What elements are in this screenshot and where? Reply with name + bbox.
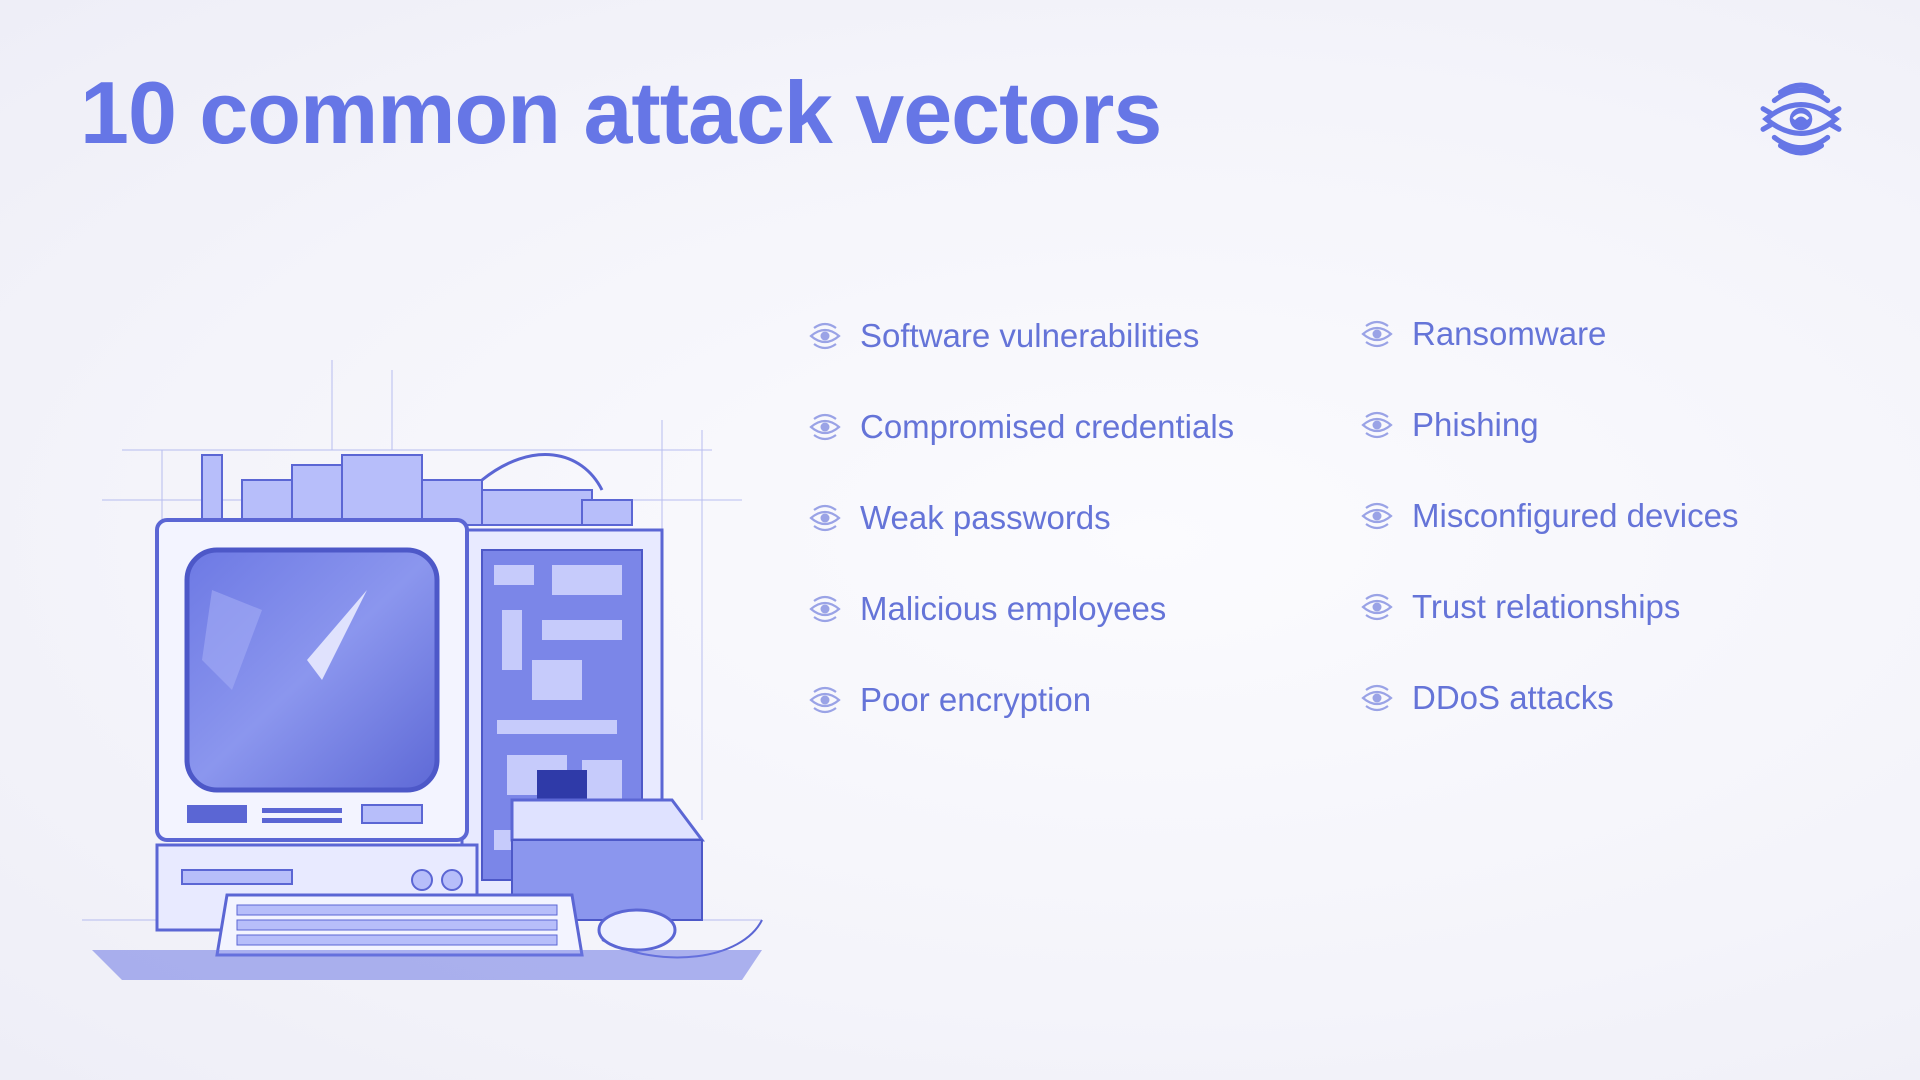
list-item: Poor encryption [808,654,1368,745]
eye-bullet-icon [809,686,841,713]
eye-bullet-icon [1361,684,1393,711]
list-item-label: Trust relationships [1412,587,1681,625]
list-item-label: Ransomware [1412,314,1607,352]
list-item: Ransomware [1360,288,1920,379]
list-item: Weak passwords [808,472,1368,563]
eye-bullet-icon [1361,411,1393,438]
list-item: Compromised credentials [808,381,1368,472]
list-item-label: Misconfigured devices [1412,496,1739,534]
list-item: DDoS attacks [1360,652,1920,743]
eye-bullet-icon [1361,320,1393,347]
list-item: Malicious employees [808,563,1368,654]
list-item-label: Compromised credentials [860,407,1235,445]
attack-vector-list-right: Ransomware Phishing Misconfigured device… [1360,288,1920,743]
list-item: Software vulnerabilities [808,290,1368,381]
eye-bullet-icon [809,595,841,622]
eye-bullet-icon [809,322,841,349]
eye-bullet-icon [809,504,841,531]
list-item-label: Poor encryption [860,680,1092,718]
list-item-label: Phishing [1412,405,1539,443]
list-item-label: Malicious employees [860,589,1167,627]
slide-title: 10 common attack vectors [80,63,1162,162]
list-item-label: Software vulnerabilities [860,316,1200,354]
list-item-label: DDoS attacks [1412,678,1614,716]
list-item: Trust relationships [1360,561,1920,652]
eye-bullet-icon [1361,502,1393,529]
eye-bullet-icon [1361,593,1393,620]
attack-vector-list-left: Software vulnerabilities Compromised cre… [808,290,1368,745]
list-item: Phishing [1360,379,1920,470]
retro-computer-hardware-illustration [82,360,763,980]
list-item: Misconfigured devices [1360,470,1920,561]
list-item-label: Weak passwords [860,498,1111,536]
eye-in-rings-icon [1760,82,1842,156]
eye-bullet-icon [809,413,841,440]
